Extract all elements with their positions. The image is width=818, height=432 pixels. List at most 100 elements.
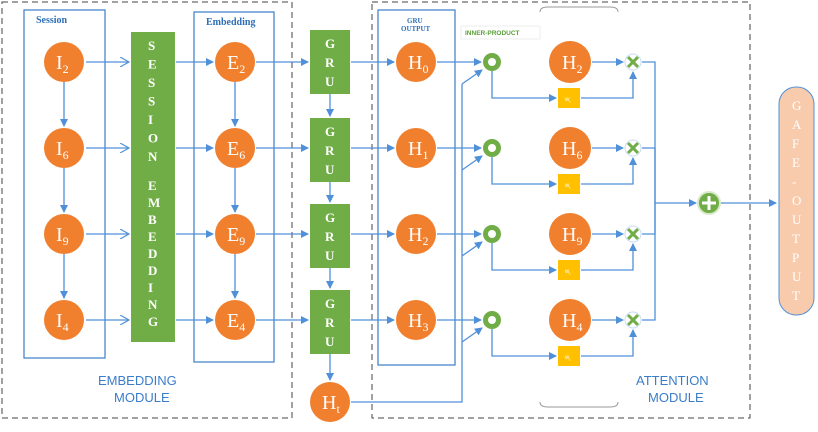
gru-output-node-3-circle <box>396 300 436 340</box>
session-box <box>23 9 106 359</box>
multiply-to-sum-line <box>642 147 656 203</box>
gru-output-node-0: H0 <box>396 42 436 82</box>
gru-output-node-2: H2 <box>396 214 436 254</box>
ht-node-label: Ht <box>322 392 340 416</box>
multiply-cross <box>626 55 640 69</box>
gru-output-node-3-label: H3 <box>408 310 428 334</box>
attention-brace-top <box>539 6 619 13</box>
embedding-module-label-1: EMBEDDING <box>98 373 177 388</box>
ht-to-innerproduct-arrow <box>461 327 483 343</box>
session-embedding-letter: N <box>148 297 158 312</box>
embedding-box <box>193 11 275 363</box>
session-embedding-letter: S <box>148 75 155 90</box>
attention-node-1-label: H6 <box>562 138 582 162</box>
output-letter: G <box>792 98 801 113</box>
gru-letter: G <box>325 124 335 139</box>
session-item-node-3: I4 <box>44 300 84 340</box>
attention-module-label-2: MODULE <box>648 390 704 405</box>
gru-block-rect <box>310 118 350 182</box>
inner-product-label-box <box>460 25 541 40</box>
embedding-node-0-label: E2 <box>227 52 245 76</box>
attention-node-3-circle <box>549 299 591 341</box>
output-letter: E <box>792 155 800 170</box>
attention-node-2: H9 <box>549 213 591 255</box>
session-embedding-letter: B <box>148 212 157 227</box>
embedding-module-frame <box>1 1 293 419</box>
session-embedding-letter: E <box>148 57 157 72</box>
output-letter: T <box>792 288 800 303</box>
gru-output-title-2: OUTPUT <box>401 25 431 33</box>
weight-to-multiply-arrow <box>581 243 637 271</box>
gru-output-node-2-label: H2 <box>408 224 428 248</box>
session-item-node-2-label: I9 <box>56 224 69 248</box>
session-embedding-letter: D <box>148 263 157 278</box>
session-embedding-letter: S <box>148 94 155 109</box>
inner-product-inner <box>488 230 496 238</box>
session-embedding-letter: I <box>148 280 153 295</box>
ht-to-innerproduct-arrow <box>461 155 483 171</box>
multiply-operator-icon <box>624 53 642 71</box>
attention-module-frame <box>371 1 751 419</box>
gru-letter: U <box>325 74 335 89</box>
inner-product-operator-icon <box>483 225 501 243</box>
session-item-node-0-label: I2 <box>56 52 69 76</box>
output-letter: U <box>792 269 802 284</box>
multiply-operator-icon <box>624 311 642 329</box>
gru-block-rect <box>310 290 350 354</box>
multiply-to-sum-line <box>642 203 656 235</box>
weight-to-multiply-arrow <box>581 157 637 185</box>
gru-output-node-2-circle <box>396 214 436 254</box>
embedding-node-1-circle <box>215 128 255 168</box>
embedding-box-title: Embedding <box>206 17 255 28</box>
output-letter: U <box>792 212 802 227</box>
session-item-node-1: I6 <box>44 128 84 168</box>
embedding-node-3-label: E4 <box>227 310 245 334</box>
output-letter: A <box>792 117 802 132</box>
session-item-node-1-label: I6 <box>56 138 69 162</box>
multiply-cross <box>626 227 640 241</box>
ht-feed-line <box>351 84 463 403</box>
weight-box-rect <box>558 174 580 194</box>
inner-product-inner <box>488 144 496 152</box>
innerproduct-to-weight-arrow <box>491 71 557 102</box>
session-item-node-3-label: I4 <box>56 310 69 334</box>
gru-letter: U <box>325 334 335 349</box>
session-embedding-letter: G <box>148 314 158 329</box>
attention-node-2-circle <box>549 213 591 255</box>
session-embedding-letter: M <box>148 195 160 210</box>
output-letter: T <box>792 231 800 246</box>
gru-letter: U <box>325 162 335 177</box>
gru-block-rect <box>310 204 350 268</box>
session-embedding-letter: E <box>148 229 157 244</box>
session-embedding-bar <box>131 32 175 342</box>
multiply-to-sum-line <box>642 61 656 203</box>
weight-box-0: wt <box>558 88 580 108</box>
weight-label: wt <box>564 269 571 276</box>
attention-node-1: H6 <box>549 127 591 169</box>
gru-letter: R <box>325 315 335 330</box>
embedding-node-1-label: E6 <box>227 138 245 162</box>
weight-label: wt <box>564 355 571 362</box>
embedding-module-label-2: MODULE <box>114 390 170 405</box>
ht-to-innerproduct-arrow <box>461 69 483 85</box>
weight-label: wt <box>564 97 571 104</box>
session-embedding-letter: E <box>148 178 157 193</box>
gru-output-node-0-circle <box>396 42 436 82</box>
gru-output-node-3: H3 <box>396 300 436 340</box>
attention-node-3: H4 <box>549 299 591 341</box>
embedding-node-0: E2 <box>215 42 255 82</box>
attention-node-2-label: H9 <box>562 224 582 248</box>
weight-box-rect <box>558 88 580 108</box>
session-embedding-letter: S <box>148 38 155 53</box>
session-item-node-3-circle <box>44 300 84 340</box>
output-letter: F <box>792 136 799 151</box>
weight-box-1: wt <box>558 174 580 194</box>
attention-module-label-1: ATTENTION <box>636 373 709 388</box>
weight-box-3: wt <box>558 346 580 366</box>
gru-letter: G <box>325 296 335 311</box>
attention-node-0: H2 <box>549 41 591 83</box>
attention-node-0-circle <box>549 41 591 83</box>
inner-product-operator-icon <box>483 311 501 329</box>
gru-letter: R <box>325 229 335 244</box>
